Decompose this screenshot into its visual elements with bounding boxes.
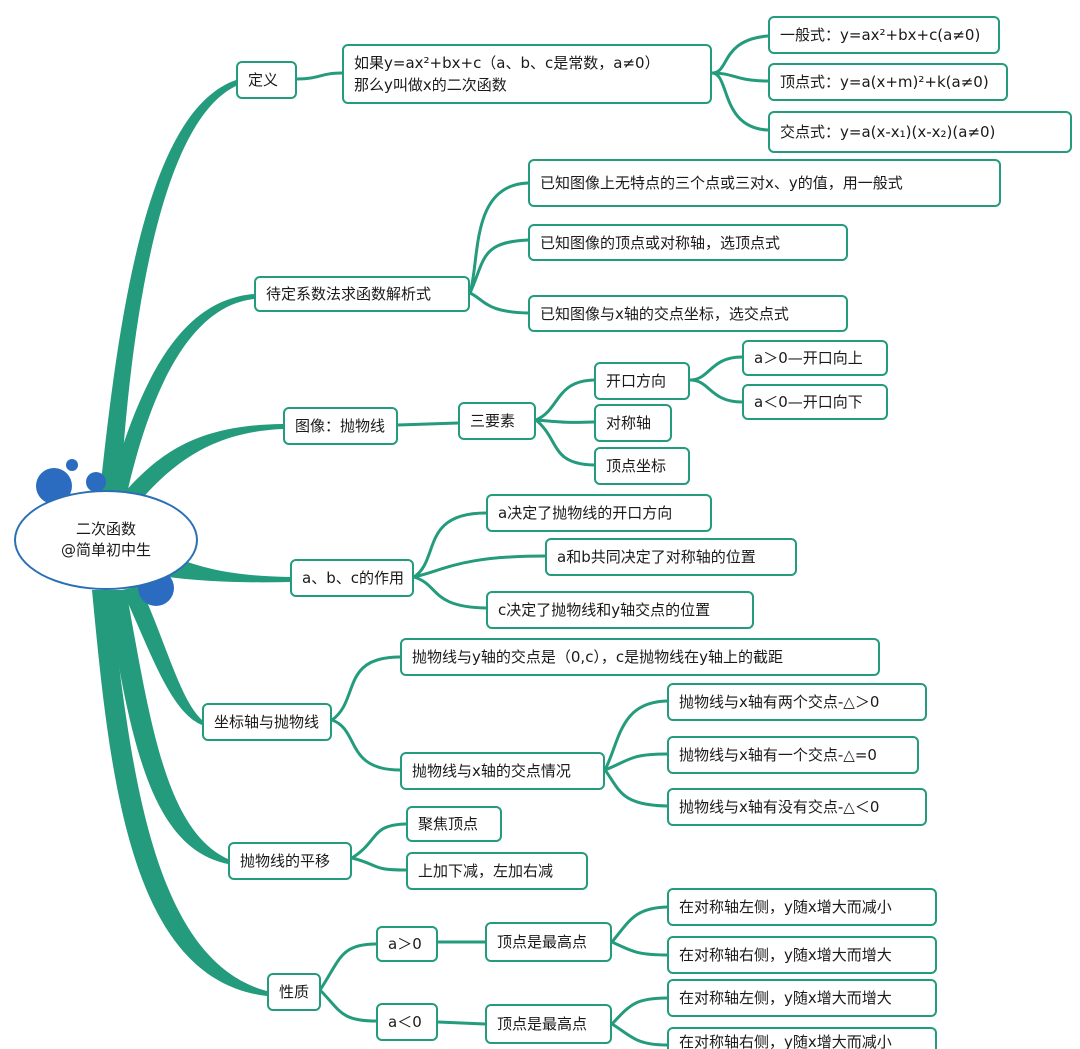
branch-label: 图像：抛物线 <box>295 417 386 435</box>
form-vertex[interactable]: 顶点式：y=a(x+m)²+k(a≠0) <box>768 63 1008 101</box>
graph-elements[interactable]: 三要素 <box>458 402 536 440</box>
form-general[interactable]: 一般式：y=ax²+bx+c(a≠0) <box>768 16 1000 54</box>
branch-abc[interactable]: a、b、c的作用 <box>290 559 414 597</box>
root-node[interactable]: 二次函数 @简单初中生 <box>14 490 198 590</box>
axes-x-intersect[interactable]: 抛物线与x轴的交点情况 <box>400 752 605 790</box>
item-label: 已知图像的顶点或对称轴，选顶点式 <box>540 233 781 252</box>
axes-x-case[interactable]: 抛物线与x轴有两个交点-△＞0 <box>667 683 927 721</box>
graph-opening[interactable]: 开口方向 <box>594 362 690 400</box>
properties-side[interactable]: 在对称轴左侧，y随x增大而增大 <box>667 979 937 1017</box>
definition-line-1: 如果y=ax²+bx+c（a、b、c是常数，a≠0） <box>354 54 660 72</box>
item-label: 顶点是最高点 <box>497 933 588 951</box>
branch-graph[interactable]: 图像：抛物线 <box>283 407 398 445</box>
root-title: 二次函数 <box>75 520 136 538</box>
decor-dot <box>86 472 106 492</box>
item-label: a决定了抛物线的开口方向 <box>498 504 673 522</box>
item-label: 在对称轴右侧，y随x增大而增大 <box>679 946 892 964</box>
axes-y-intersect[interactable]: 抛物线与y轴的交点是（0,c），c是抛物线在y轴上的截距 <box>400 638 880 676</box>
branch-label: 抛物线的平移 <box>240 852 331 870</box>
item-label: 对称轴 <box>606 414 652 432</box>
item-label: a＞0—开口向上 <box>754 349 863 367</box>
item-label: 在对称轴右侧，y随x增大而减小 <box>679 1033 892 1049</box>
branch-label: 定义 <box>248 71 279 89</box>
properties-cond[interactable]: a＜0 <box>376 1003 438 1041</box>
item-label: 抛物线与x轴有一个交点-△=0 <box>679 746 877 764</box>
item-label: a＜0 <box>388 1013 422 1031</box>
branch-label: a、b、c的作用 <box>302 569 404 587</box>
axes-x-case[interactable]: 抛物线与x轴有一个交点-△=0 <box>667 736 919 774</box>
properties-side[interactable]: 在对称轴右侧，y随x增大而增大 <box>667 936 937 974</box>
item-label: c决定了抛物线和y轴交点的位置 <box>498 601 711 619</box>
properties-vertex[interactable]: 顶点是最高点 <box>485 1004 612 1044</box>
undetermined-item[interactable]: 已知图像的顶点或对称轴，选顶点式 <box>528 224 848 261</box>
properties-side[interactable]: 在对称轴右侧，y随x增大而减小 <box>667 1027 937 1049</box>
graph-axis[interactable]: 对称轴 <box>594 404 672 442</box>
graph-opening-up[interactable]: a＞0—开口向上 <box>742 340 888 376</box>
decor-dot <box>66 459 78 471</box>
item-label: 抛物线与x轴有两个交点-△＞0 <box>679 693 880 711</box>
translation-item[interactable]: 上加下减，左加右减 <box>406 852 588 890</box>
item-label: 上加下减，左加右减 <box>418 862 554 880</box>
item-label: 已知图像上无特点的三个点或三对x、y的值，用一般式 <box>540 174 903 192</box>
axes-x-case[interactable]: 抛物线与x轴有没有交点-△＜0 <box>667 788 927 826</box>
translation-item[interactable]: 聚焦顶点 <box>406 806 502 842</box>
item-label: 抛物线与x轴的交点情况 <box>412 762 571 780</box>
item-label: a＜0—开口向下 <box>754 393 863 411</box>
item-label: 顶点是最高点 <box>497 1015 588 1033</box>
definition-body[interactable]: 如果y=ax²+bx+c（a、b、c是常数，a≠0） 那么y叫做x的二次函数 <box>342 44 712 104</box>
branch-axes[interactable]: 坐标轴与抛物线 <box>202 703 332 741</box>
item-label: 顶点坐标 <box>606 457 667 475</box>
form-intercept[interactable]: 交点式：y=a(x-x₁)(x-x₂)(a≠0) <box>768 111 1072 153</box>
properties-side[interactable]: 在对称轴左侧，y随x增大而减小 <box>667 888 937 926</box>
item-label: 在对称轴左侧，y随x增大而减小 <box>679 898 892 916</box>
undetermined-item[interactable]: 已知图像上无特点的三个点或三对x、y的值，用一般式 <box>528 159 1001 207</box>
item-label: 聚焦顶点 <box>418 815 479 833</box>
branch-label: 坐标轴与抛物线 <box>214 713 320 731</box>
form-label: 一般式：y=ax²+bx+c(a≠0) <box>780 26 981 44</box>
item-label: 三要素 <box>470 412 516 430</box>
root-subtitle: @简单初中生 <box>60 541 151 559</box>
item-label: 开口方向 <box>606 372 667 390</box>
graph-opening-down[interactable]: a＜0—开口向下 <box>742 384 888 420</box>
item-label: a和b共同决定了对称轴的位置 <box>557 548 756 566</box>
graph-vertex[interactable]: 顶点坐标 <box>594 447 690 485</box>
branch-undetermined[interactable]: 待定系数法求函数解析式 <box>254 276 470 312</box>
abc-item[interactable]: c决定了抛物线和y轴交点的位置 <box>486 591 754 629</box>
branch-label: 待定系数法求函数解析式 <box>266 285 432 303</box>
abc-item[interactable]: a决定了抛物线的开口方向 <box>486 494 712 532</box>
properties-vertex[interactable]: 顶点是最高点 <box>485 922 612 962</box>
branch-translation[interactable]: 抛物线的平移 <box>228 842 352 880</box>
branch-properties[interactable]: 性质 <box>267 973 321 1011</box>
form-label: 交点式：y=a(x-x₁)(x-x₂)(a≠0) <box>780 123 996 141</box>
item-label: 已知图像与x轴的交点坐标，选交点式 <box>540 304 789 323</box>
item-label: 抛物线与y轴的交点是（0,c），c是抛物线在y轴上的截距 <box>412 648 784 666</box>
abc-item[interactable]: a和b共同决定了对称轴的位置 <box>545 538 797 576</box>
item-label: 在对称轴左侧，y随x增大而增大 <box>679 989 892 1007</box>
definition-line-2: 那么y叫做x的二次函数 <box>354 76 507 94</box>
branch-label: 性质 <box>279 983 310 1001</box>
branch-definition[interactable]: 定义 <box>236 61 297 99</box>
properties-cond[interactable]: a＞0 <box>376 926 438 962</box>
item-label: 抛物线与x轴有没有交点-△＜0 <box>679 798 880 816</box>
undetermined-item[interactable]: 已知图像与x轴的交点坐标，选交点式 <box>528 295 848 332</box>
item-label: a＞0 <box>388 935 422 953</box>
form-label: 顶点式：y=a(x+m)²+k(a≠0) <box>780 73 989 91</box>
